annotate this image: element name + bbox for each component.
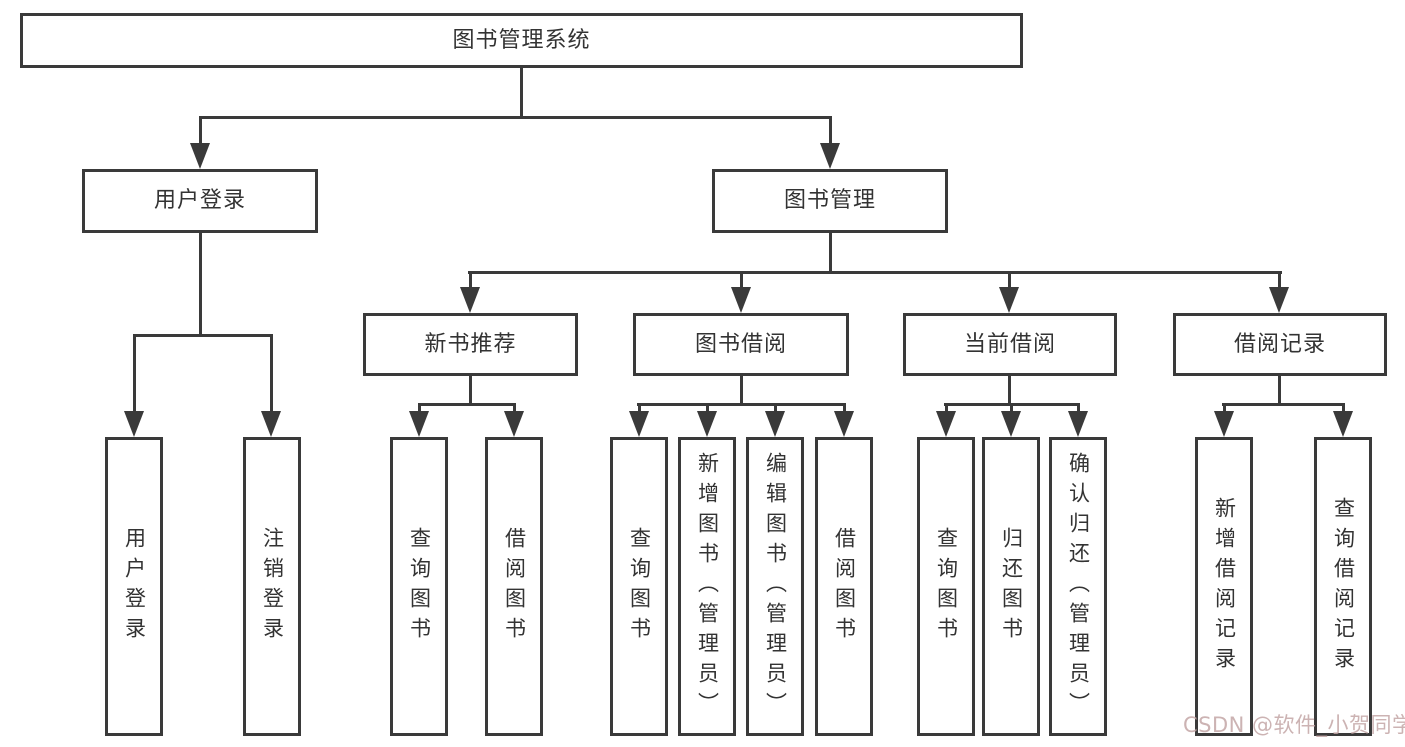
connector-user-login-bar: [133, 334, 273, 337]
arrow-down-icon: [1214, 411, 1234, 437]
node-current-borrow-label: 当前借阅: [963, 331, 1056, 357]
connector-borrow-records-stem: [1278, 376, 1281, 406]
node-borrow-records: 借阅记录: [1173, 313, 1387, 376]
arrow-down-icon: [124, 411, 144, 437]
node-root-label: 图书管理系统: [452, 27, 591, 53]
leaf-query-book-recommend-label: 查询图书: [407, 526, 432, 647]
leaf-return-book-label: 归还图书: [999, 526, 1024, 647]
arrow-down-icon: [936, 411, 956, 437]
connector-book-borrow-bar: [637, 403, 846, 406]
leaf-add-book-admin-label: 新增图书（管理员）: [695, 451, 720, 722]
leaf-query-book-recommend: 查询图书: [390, 437, 448, 736]
connector-to-user-login: [199, 116, 202, 144]
node-user-login: 用户登录: [82, 169, 318, 233]
leaf-query-borrow-record: 查询借阅记录: [1314, 437, 1372, 736]
connector-to-leaf: [638, 403, 641, 412]
connector-to-borrow-records: [1278, 271, 1281, 287]
arrow-down-icon: [1333, 411, 1353, 437]
connector-to-leaf: [945, 403, 948, 412]
connector-current-borrow-stem: [1008, 376, 1011, 406]
arrow-down-icon: [504, 411, 524, 437]
connector-new-book-bar: [418, 403, 516, 406]
leaf-add-book-admin: 新增图书（管理员）: [678, 437, 736, 736]
connector-to-leaf: [843, 403, 846, 412]
node-book-management-label: 图书管理: [783, 188, 876, 213]
arrow-down-icon: [834, 411, 854, 437]
arrow-down-icon: [190, 143, 210, 169]
node-current-borrow: 当前借阅: [903, 313, 1117, 376]
node-new-book-recommend-label: 新书推荐: [424, 331, 517, 357]
connector-to-leaf: [270, 334, 273, 412]
arrow-down-icon: [820, 143, 840, 169]
arrow-down-icon: [1068, 411, 1088, 437]
node-book-borrow: 图书借阅: [633, 313, 849, 376]
connector-to-leaf: [1077, 403, 1080, 412]
leaf-query-book-current: 查询图书: [917, 437, 975, 736]
leaf-query-borrow-record-label: 查询借阅记录: [1331, 496, 1356, 677]
arrow-down-icon: [999, 287, 1019, 313]
connector-to-leaf: [774, 403, 777, 412]
leaf-user-login-label: 用户登录: [122, 526, 147, 647]
arrow-down-icon: [409, 411, 429, 437]
node-borrow-records-label: 借阅记录: [1233, 331, 1326, 357]
connector-to-leaf: [1342, 403, 1345, 412]
leaf-confirm-return-admin-label: 确认归还（管理员）: [1066, 451, 1091, 722]
node-book-borrow-label: 图书借阅: [694, 331, 787, 357]
node-book-management: 图书管理: [712, 169, 948, 233]
leaf-add-borrow-record: 新增借阅记录: [1195, 437, 1253, 736]
arrow-down-icon: [261, 411, 281, 437]
connector-book-management-stem: [829, 233, 832, 274]
connector-root-stem: [520, 68, 523, 119]
arrow-down-icon: [460, 287, 480, 313]
leaf-borrow-book-label: 借阅图书: [832, 526, 857, 647]
arrow-down-icon: [697, 411, 717, 437]
arrow-down-icon: [1001, 411, 1021, 437]
node-new-book-recommend: 新书推荐: [363, 313, 578, 376]
connector-to-leaf: [706, 403, 709, 412]
leaf-user-login: 用户登录: [105, 437, 163, 736]
connector-to-current-borrow: [1008, 271, 1011, 287]
connector-new-book-stem: [469, 376, 472, 406]
leaf-query-book-borrow-label: 查询图书: [627, 526, 652, 647]
leaf-edit-book-admin: 编辑图书（管理员）: [746, 437, 804, 736]
arrow-down-icon: [765, 411, 785, 437]
leaf-confirm-return-admin: 确认归还（管理员）: [1049, 437, 1107, 736]
leaf-logout: 注销登录: [243, 437, 301, 736]
connector-to-book-borrow: [740, 271, 743, 287]
node-user-login-label: 用户登录: [153, 188, 246, 213]
node-root: 图书管理系统: [20, 13, 1023, 68]
connector-to-book-management: [829, 116, 832, 144]
connector-borrow-records-bar: [1222, 403, 1345, 406]
arrow-down-icon: [629, 411, 649, 437]
csdn-watermark: CSDN @软件_小贺同学: [1183, 713, 1405, 737]
arrow-down-icon: [1269, 287, 1289, 313]
connector-to-leaf: [513, 403, 516, 412]
connector-to-new-book: [469, 271, 472, 287]
leaf-query-book-borrow: 查询图书: [610, 437, 668, 736]
leaf-query-book-current-label: 查询图书: [934, 526, 959, 647]
leaf-borrow-book: 借阅图书: [815, 437, 873, 736]
leaf-borrow-book-recommend-label: 借阅图书: [502, 526, 527, 647]
leaf-return-book: 归还图书: [982, 437, 1040, 736]
connector-level2-bar: [468, 271, 1282, 274]
connector-to-leaf: [418, 403, 421, 412]
connector-level1-bar: [199, 116, 832, 119]
leaf-add-borrow-record-label: 新增借阅记录: [1212, 496, 1237, 677]
leaf-borrow-book-recommend: 借阅图书: [485, 437, 543, 736]
connector-book-borrow-stem: [740, 376, 743, 406]
connector-to-leaf: [1010, 403, 1013, 412]
leaf-edit-book-admin-label: 编辑图书（管理员）: [763, 451, 788, 722]
arrow-down-icon: [731, 287, 751, 313]
connector-user-login-stem: [199, 233, 202, 337]
leaf-logout-label: 注销登录: [260, 526, 285, 647]
connector-to-leaf: [133, 334, 136, 412]
connector-to-leaf: [1223, 403, 1226, 412]
